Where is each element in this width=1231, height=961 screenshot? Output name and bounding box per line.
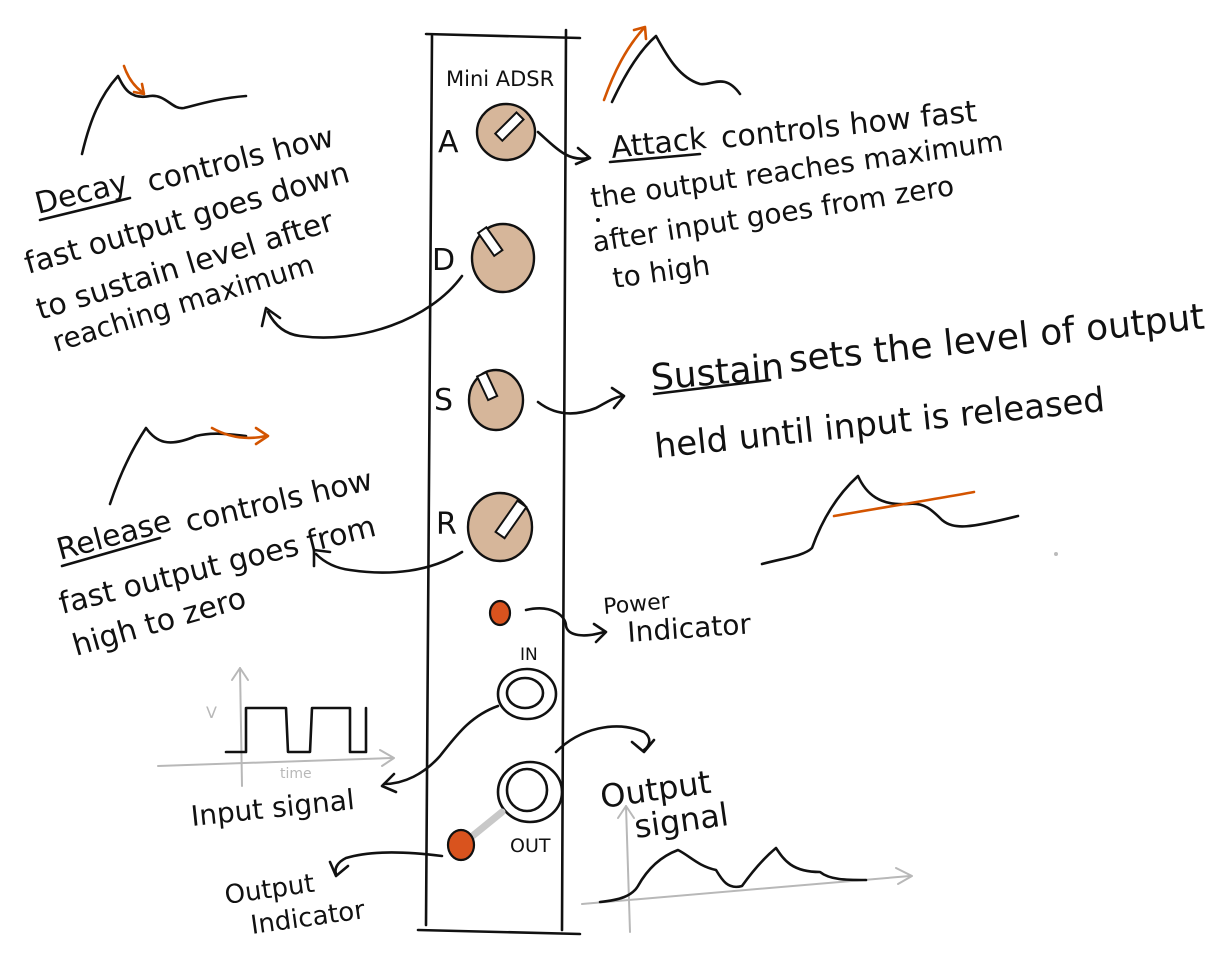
sustain-annotation: Sustain sets the level of output held un… [536,297,1207,566]
release-pointer-arrow [314,550,464,574]
output-indicator-pointer-arrow [334,851,444,876]
decay-knob[interactable] [470,222,536,294]
release-envelope-sketch [108,426,248,506]
power-indicator-annotation: Power Indicator [524,589,752,649]
output-signal-annotation: Output signal [554,725,913,933]
panel-top-edge [424,32,582,40]
module-panel: Mini ADSR [416,28,582,936]
attack-pointer-arrow [536,130,590,160]
input-jack[interactable] [496,667,558,721]
input-signal-label: Input signal [189,783,356,833]
knob-letter-decay: D [432,243,455,278]
output-y-axis [625,805,631,933]
decay-envelope-sketch [80,74,248,156]
knob-letter-release: R [436,507,457,542]
release-highlight-arrow [210,426,268,440]
in-jack-label: IN [520,645,538,665]
output-led [446,828,476,862]
power-pointer-arrow [524,607,606,637]
input-x-axis [157,757,393,767]
release-knob[interactable] [466,491,534,563]
input-signal-annotation: V time Input signal [157,667,500,833]
decay-pointer-arrow [266,274,464,339]
input-y-axis-label: V [206,703,217,722]
ink-dot [1054,552,1058,556]
release-annotation: Release controls how fast output goes fr… [53,426,464,664]
attack-annotation: Attack controls how fast the output reac… [536,25,1005,295]
sustain-envelope-sketch [760,474,1020,566]
attack-text-line-4: to high [610,249,712,295]
module-title: Mini ADSR [446,67,554,91]
attack-knob[interactable] [475,102,537,162]
output-pointer-arrow [554,725,651,754]
sustain-highlight-line [832,490,976,518]
release-keyword: Release [53,504,175,568]
decay-annotation: Decay controls how fast output goes down… [21,64,464,359]
knob-letter-sustain: S [434,383,453,418]
sustain-pointer-arrow [536,394,624,415]
output-indicator-annotation: Output Indicator [223,851,444,941]
panel-right-edge [560,28,568,932]
knob-letter-attack: A [438,125,459,160]
output-jack[interactable] [496,760,564,824]
input-pointer-arrow [382,704,500,786]
decay-keyword: Decay [31,165,131,222]
output-envelope-sketch [598,846,868,904]
output-led-link [466,808,506,842]
input-square-wave [224,706,368,754]
panel-left-edge [424,34,434,927]
sustain-knob[interactable] [467,368,525,432]
attack-keyword: Attack [609,121,709,166]
power-led [488,599,512,627]
panel-bottom-edge [416,928,582,936]
attack-envelope-sketch [610,34,742,104]
decay-highlight-arrow [122,64,144,94]
ink-dot [596,218,600,222]
input-y-axis [239,667,243,787]
input-x-axis-label: time [280,766,312,782]
sustain-text-line-1: sets the level of output [787,297,1207,381]
attack-highlight-arrow [602,26,646,102]
power-indicator-label-1: Power [602,589,671,620]
out-jack-label: OUT [510,835,551,857]
